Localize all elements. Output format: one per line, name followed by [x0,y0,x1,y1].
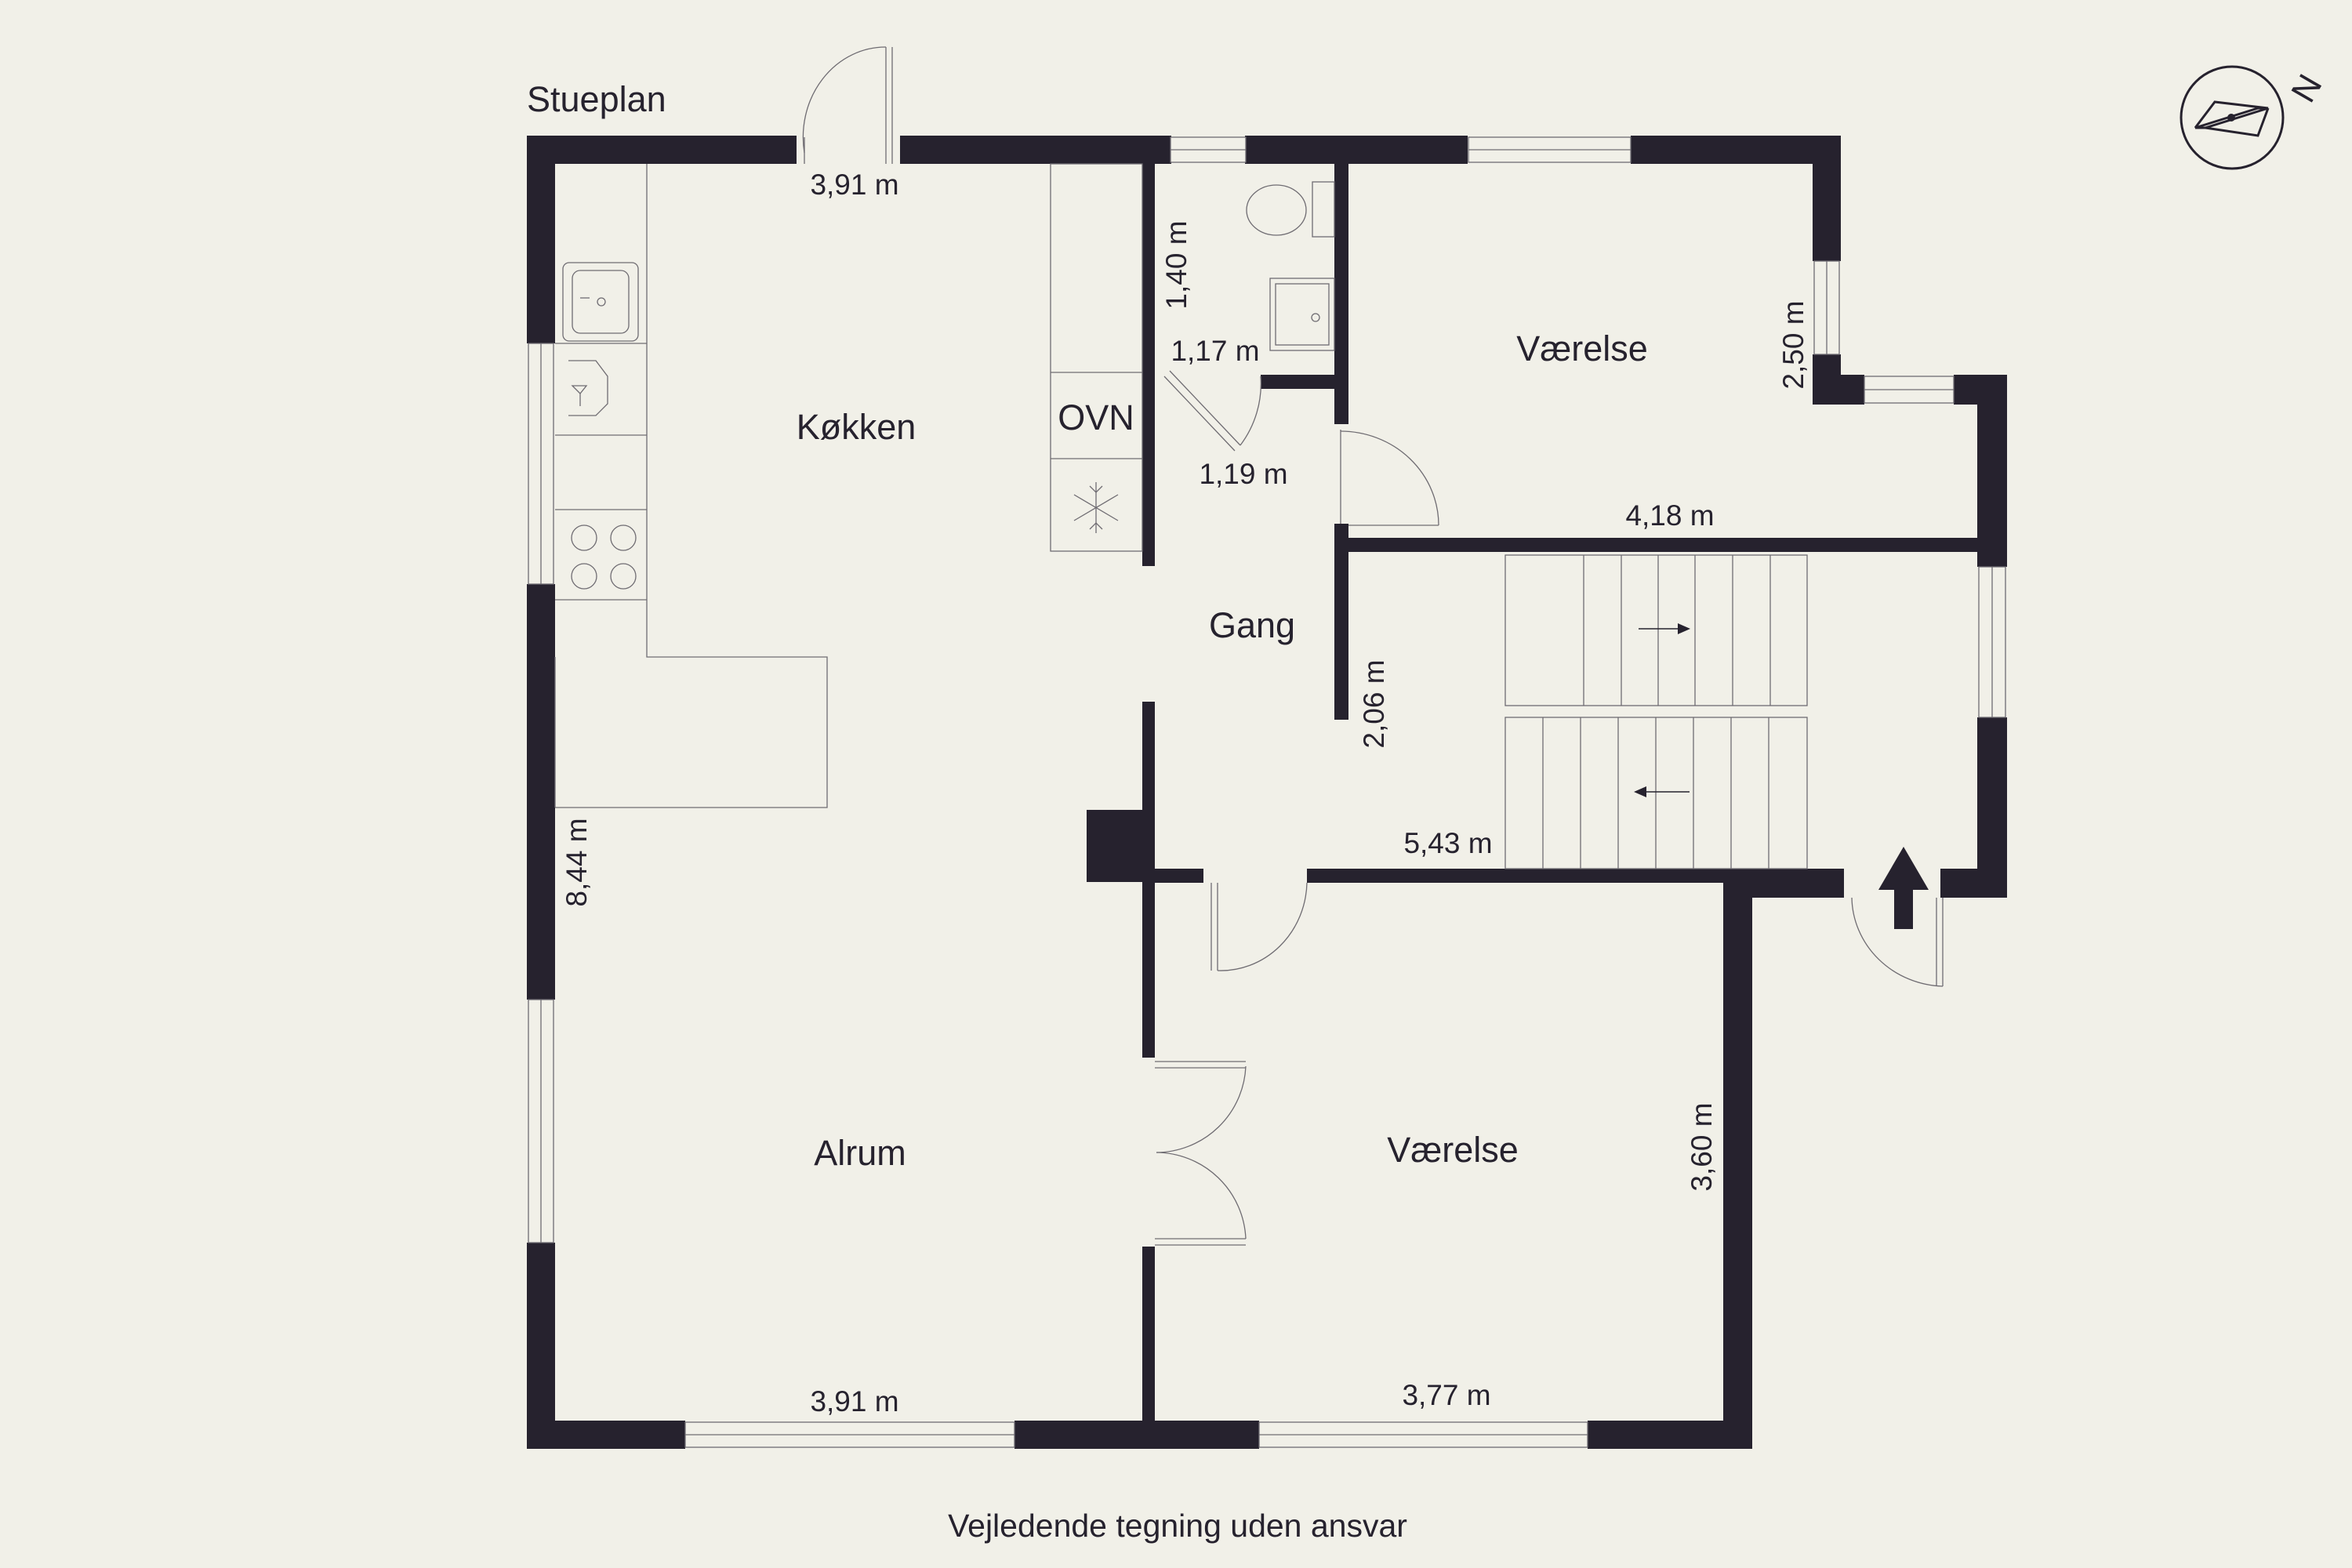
kitchen-fixtures [554,163,1143,808]
room-label-bedroom-bottom: Værelse [1387,1130,1519,1170]
staircase [1504,554,1808,869]
room-label-living: Alrum [814,1133,906,1173]
room-label-hallway: Gang [1209,605,1295,645]
dimension-hall-width: 5,43 m [1403,827,1492,859]
dimension-bedroom-top-height: 2,50 m [1777,300,1809,389]
bath-fixtures [1246,181,1335,351]
disclaimer-text: Vejledende tegning uden ansvar [948,1508,1407,1544]
exterior-walls [527,136,2007,1449]
dimension-hall-height: 2,06 m [1358,659,1390,748]
dimension-bedroom-bottom-height: 3,60 m [1686,1102,1718,1191]
windows [528,136,2006,1448]
floor-title: Stueplan [527,79,666,119]
dimension-living-width: 3,91 m [810,1385,898,1417]
dimension-total-height: 8,44 m [561,818,593,906]
compass-north-label: N [2284,68,2329,109]
compass-icon [2180,65,2285,170]
dimension-bath-height: 1,40 m [1160,220,1192,309]
stair-arrow-right-icon [1639,623,1690,634]
entrance-arrow-icon [1878,847,1929,929]
room-label-bedroom-top: Værelse [1516,328,1648,368]
interior-walls [1087,164,1991,1421]
dimension-kitchen-top: 3,91 m [810,169,898,201]
snowflake-icon [1073,482,1119,533]
room-label-kitchen: Køkken [797,407,916,447]
dimension-bath-hall: 1,19 m [1199,458,1287,490]
dimension-bath-width: 1,17 m [1171,335,1259,367]
doors [802,46,1944,1246]
dimension-bedroom-bottom-width: 3,77 m [1402,1379,1490,1411]
room-label-oven: OVN [1058,397,1134,437]
dimension-bedroom-top-width: 4,18 m [1625,499,1714,532]
stair-arrow-left-icon [1634,786,1690,797]
